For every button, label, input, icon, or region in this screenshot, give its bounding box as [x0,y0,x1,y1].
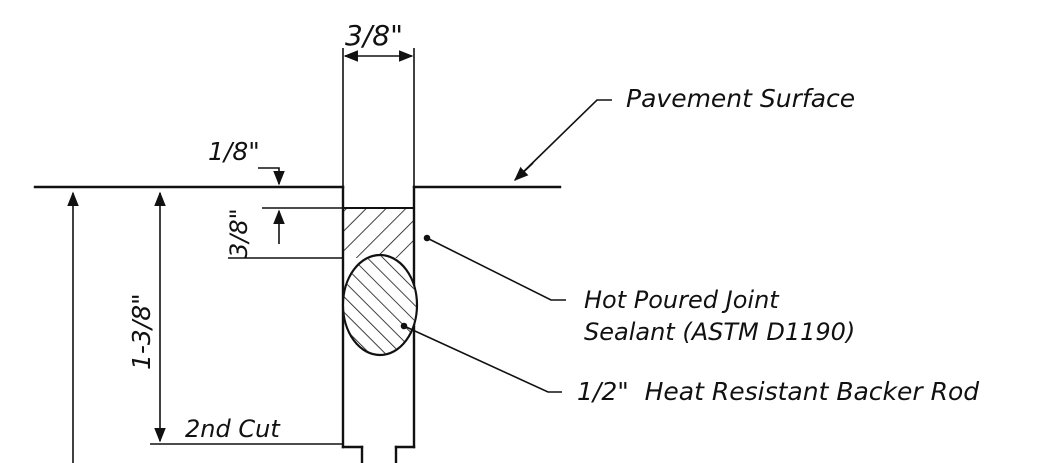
backer-rod-hatch [344,256,416,354]
sealant-fill [343,208,414,258]
sealant-leader-dot [423,234,431,242]
backer-rod-leader [403,325,562,393]
offset-leader [258,167,285,186]
backer-rod-label: 1/2" Heat Resistant Backer Rod [577,377,979,406]
sealant-depth-label: 3/8" [225,208,253,258]
pavement-leader [514,99,612,181]
sealant-label-line2: Sealant (ASTM D1190) [584,318,855,346]
sealant-label-line1: Hot Poured Joint [584,286,780,314]
total-depth-label: 1-3/8" [127,293,156,370]
sealant-leader [426,237,566,301]
surface-offset-label: 1/8" [208,137,260,166]
pavement-surface-label: Pavement Surface [626,84,855,113]
joint-width-label: 3/8" [345,19,403,52]
pavement-leader-arrow [513,162,534,181]
second-cut-label: 2nd Cut [185,415,281,443]
backer-rod-leader-dot [400,322,408,330]
